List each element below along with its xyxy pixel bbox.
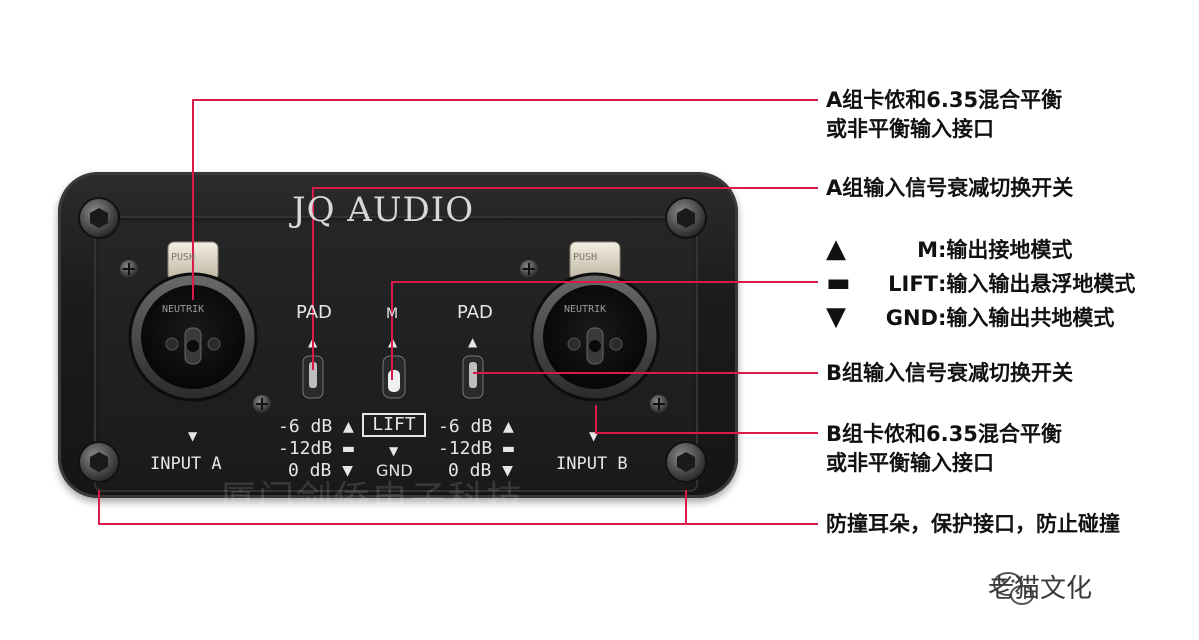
pad-switch-a[interactable] bbox=[302, 355, 324, 399]
pad-b-label: PAD bbox=[457, 302, 493, 323]
input-a-label: INPUT A bbox=[150, 454, 222, 474]
legend-gnd-desc: :输入输出共地模式 bbox=[938, 306, 1115, 330]
down-triangle-icon: ▼ bbox=[826, 302, 846, 332]
legend-lift-name: LIFT bbox=[888, 272, 938, 296]
leader-input-b bbox=[595, 405, 818, 434]
legend-lift-desc: :输入输出悬浮地模式 bbox=[938, 272, 1136, 296]
neutrik-a-label: NEUTRIK bbox=[162, 304, 205, 315]
bar-icon: ▬ bbox=[826, 268, 851, 298]
pad-a-level-0db: 0 dB ▼ bbox=[288, 460, 354, 481]
wechat-icon bbox=[993, 572, 1034, 605]
brand-logo: JQ AUDIO bbox=[292, 190, 475, 230]
neutrik-b-label: NEUTRIK bbox=[564, 304, 607, 315]
annotation-pad-b: B组输入信号衰减切换开关 bbox=[826, 361, 1074, 385]
pad-a-label: PAD bbox=[296, 302, 332, 323]
corner-screw-top-left bbox=[78, 197, 120, 239]
legend-row-lift: ▬ LIFT:输入输出悬浮地模式 bbox=[826, 268, 1135, 298]
gnd-label: GND bbox=[376, 461, 413, 480]
input-b-label: INPUT B bbox=[556, 454, 628, 474]
corner-screw-bottom-left bbox=[78, 441, 120, 483]
leader-pad-a bbox=[312, 187, 818, 370]
push-latch-b-label: PUSH bbox=[573, 252, 598, 263]
pad-b-level-6db: -6 dB ▲ bbox=[438, 416, 514, 437]
annotation-input-a-line2: 或非平衡输入接口 bbox=[826, 117, 994, 141]
corner-screw-top-right bbox=[665, 197, 707, 239]
lift-label: LIFT bbox=[362, 413, 426, 437]
phillips-screw-b-upper bbox=[520, 260, 538, 278]
pad-a-level-6db: -6 dB ▲ bbox=[278, 416, 354, 437]
leader-input-a bbox=[192, 99, 818, 300]
annotation-bumpers: 防撞耳朵，保护接口，防止碰撞 bbox=[826, 512, 1120, 536]
mode-m-label: M bbox=[386, 306, 399, 322]
annotation-input-a-line1: A组卡侬和6.35混合平衡 bbox=[826, 88, 1063, 112]
annotation-input-b: B组卡侬和6.35混合平衡 或非平衡输入接口 bbox=[826, 420, 1062, 478]
input-a-arrow-icon: ▼ bbox=[188, 429, 198, 443]
legend-m-name: M bbox=[917, 238, 938, 262]
annotation-input-a: A组卡侬和6.35混合平衡 或非平衡输入接口 bbox=[826, 86, 1062, 144]
annotation-pad-a: A组输入信号衰减切换开关 bbox=[826, 176, 1074, 200]
pad-b-level-0db: 0 dB ▼ bbox=[448, 460, 514, 481]
legend-row-gnd: ▼ GND:输入输出共地模式 bbox=[826, 302, 1114, 332]
phillips-screw-a-lower bbox=[253, 395, 271, 413]
up-triangle-icon: ▲ bbox=[826, 234, 846, 264]
combo-jack-b[interactable] bbox=[530, 241, 660, 402]
phillips-screw-b-lower bbox=[650, 395, 668, 413]
watermark-text: 厦门剑侨电子科技 bbox=[220, 479, 525, 520]
ground-mode-switch[interactable] bbox=[382, 355, 406, 399]
legend-gnd-name: GND bbox=[885, 306, 938, 330]
gnd-down-arrow-icon: ▼ bbox=[389, 444, 399, 458]
legend-row-m: ▲ M:输出接地模式 bbox=[826, 234, 1072, 264]
input-b-arrow-icon: ▼ bbox=[589, 429, 599, 443]
leader-mode bbox=[391, 281, 818, 380]
pad-b-level-12db: -12dB ▬ bbox=[438, 438, 514, 459]
push-latch-a-label: PUSH bbox=[171, 252, 196, 263]
annotation-input-b-line2: 或非平衡输入接口 bbox=[826, 451, 994, 475]
corner-screw-bottom-right bbox=[665, 441, 707, 483]
pad-a-level-12db: -12dB ▬ bbox=[278, 438, 354, 459]
annotation-input-b-line1: B组卡侬和6.35混合平衡 bbox=[826, 422, 1062, 446]
pad-switch-b[interactable] bbox=[462, 355, 484, 399]
legend-m-desc: :输出接地模式 bbox=[938, 238, 1073, 262]
pad-b-up-arrow-icon: ▲ bbox=[468, 335, 478, 349]
phillips-screw-a-upper bbox=[120, 260, 138, 278]
credit-text: 老猫文化 bbox=[988, 574, 1093, 604]
leader-lines bbox=[98, 99, 818, 525]
leader-bumper-left bbox=[98, 490, 818, 525]
